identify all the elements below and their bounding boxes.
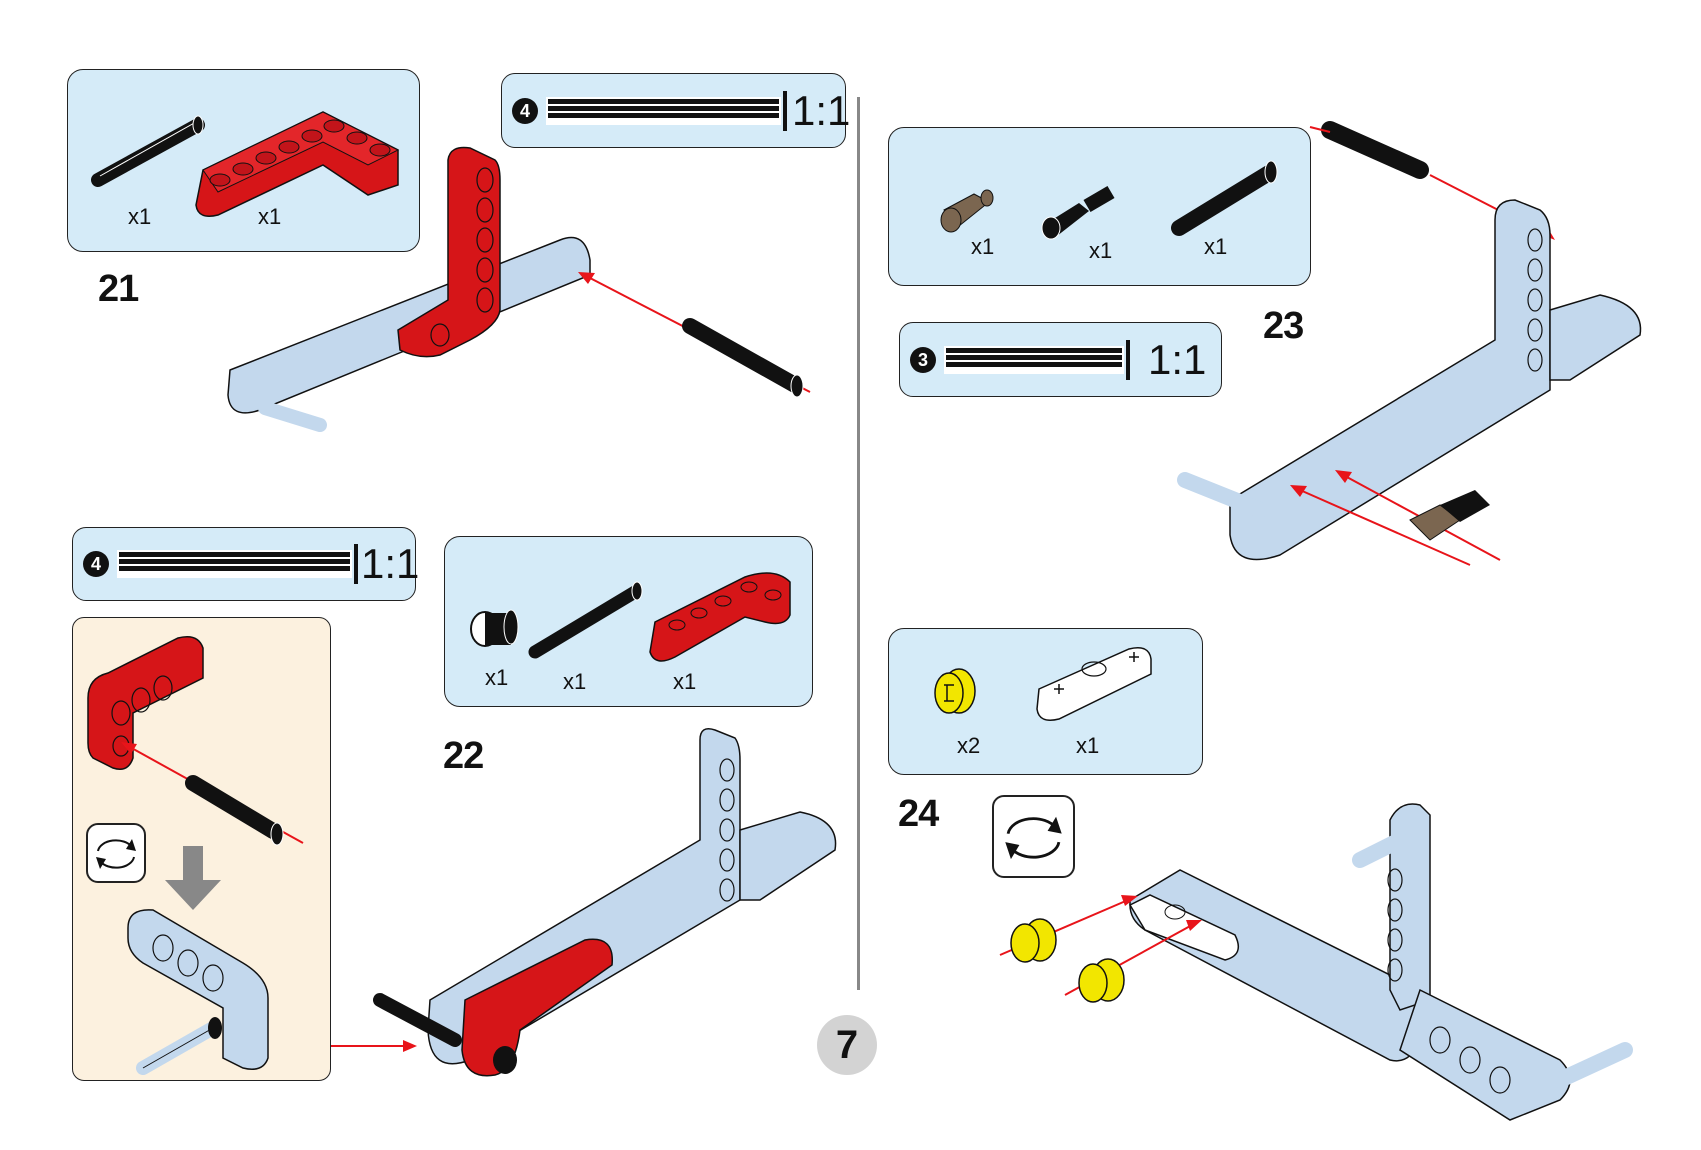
tan-pin-icon	[940, 189, 994, 233]
parts-panel-step-22: x1 x1 x1	[444, 536, 813, 707]
black-axle-pin-icon	[1041, 185, 1115, 240]
axle-length-ruler: 3 1:1	[899, 322, 1222, 397]
axle-length-ruler: 4 1:1	[501, 73, 850, 148]
parts-panel-step-24: x2 x1	[888, 628, 1203, 775]
step-23-assembly	[1177, 121, 1642, 566]
bush-icon	[470, 609, 519, 647]
scale-ratio: 1:1	[1148, 335, 1207, 383]
rotate-model-icon	[992, 795, 1075, 878]
white-thin-liftarm-icon	[1036, 647, 1152, 721]
long-axle-icon	[185, 775, 284, 846]
red-L-beam-icon	[87, 636, 204, 770]
long-axle-icon	[528, 581, 643, 659]
scale-ratio: 1:1	[361, 540, 420, 587]
arrow-head	[121, 742, 137, 754]
part-qty: x1	[485, 665, 509, 690]
down-arrow-icon	[165, 846, 221, 910]
step-number: 23	[1263, 305, 1304, 347]
parts-illustration	[91, 111, 400, 217]
rotate-model-icon	[86, 823, 146, 883]
part-qty: x1	[673, 669, 697, 694]
light-blue-L-beam-icon	[127, 909, 269, 1075]
ruler-tick	[1126, 339, 1130, 380]
page-number: 7	[817, 1015, 877, 1075]
ruler-tick	[354, 544, 358, 584]
axle-length-ruler: 4 1:1	[72, 527, 420, 601]
ruler-tick	[783, 90, 787, 131]
step-number: 24	[898, 793, 939, 835]
column-divider	[857, 97, 860, 990]
length-badge: 4	[83, 551, 109, 577]
part-qty: x1	[128, 204, 152, 229]
parts-panel-step-21: x1 x1	[67, 69, 420, 252]
part-qty: x1	[1076, 733, 1100, 758]
parts-panel-step-23: x1 x1 x1	[888, 127, 1311, 286]
length-badge: 4	[512, 97, 538, 124]
part-qty: x2	[957, 733, 981, 758]
sub-assembly-inset	[72, 617, 331, 1081]
parts-illustration	[470, 572, 791, 662]
parts-illustration	[934, 647, 1152, 721]
length-badge: 3	[910, 346, 936, 373]
step-number: 21	[98, 268, 139, 310]
step-24-assembly	[999, 803, 1633, 1121]
part-qty: x1	[258, 204, 282, 229]
part-qty: x1	[971, 234, 995, 259]
sub-assembly-illustration	[87, 636, 304, 1075]
red-L-beam-icon	[195, 111, 400, 217]
long-axle-icon	[91, 115, 205, 187]
step-21-assembly	[227, 146, 811, 432]
step-number: 22	[443, 735, 484, 777]
scale-ratio: 1:1	[792, 86, 851, 134]
red-L-beam-icon	[649, 572, 791, 662]
short-axle-icon	[1171, 160, 1278, 236]
ruler-bars	[546, 96, 781, 125]
step-22-assembly	[373, 728, 837, 1077]
parts-illustration	[940, 160, 1278, 240]
ruler-bars	[117, 550, 352, 578]
ruler-bars	[944, 345, 1124, 374]
part-qty: x1	[563, 669, 587, 694]
part-qty: x1	[1089, 238, 1113, 263]
yellow-half-bush-icon	[934, 668, 976, 714]
part-qty: x1	[1204, 234, 1228, 259]
